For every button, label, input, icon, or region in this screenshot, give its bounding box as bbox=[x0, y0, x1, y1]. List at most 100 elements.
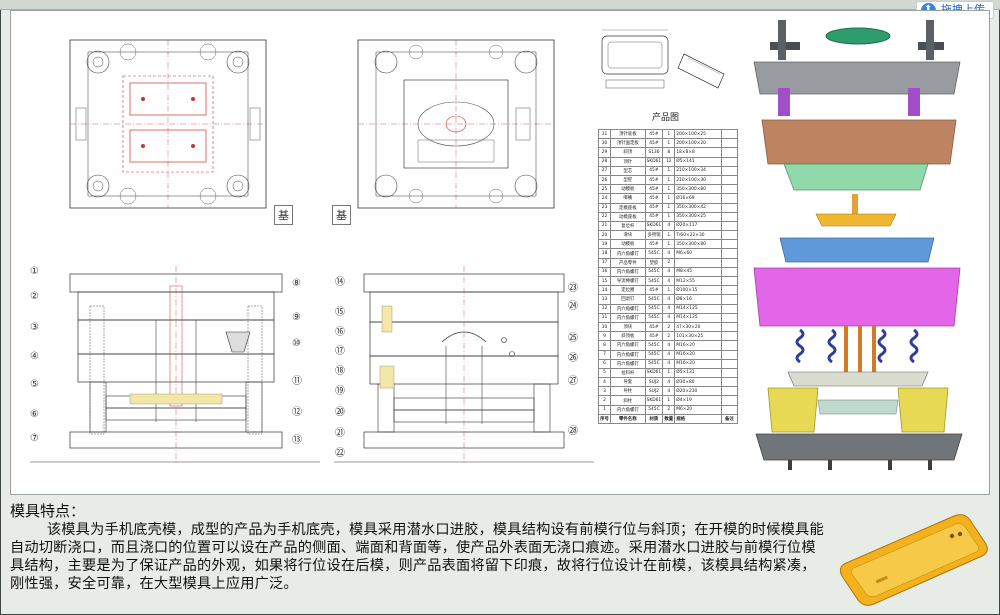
bom-cell: 斜顶板 bbox=[610, 331, 646, 342]
bom-cell: 45# bbox=[644, 285, 664, 296]
bom-cell: 45# bbox=[644, 202, 664, 213]
product-sketch bbox=[601, 29, 725, 89]
bom-cell: SKD61 bbox=[644, 395, 664, 406]
bom-cell: 4 bbox=[662, 248, 676, 259]
bom-cell: SKD61 bbox=[644, 220, 664, 232]
bom-cell: 4 bbox=[597, 377, 612, 388]
bom-cell: 16 bbox=[597, 266, 612, 278]
callout-number: ㉑ bbox=[335, 428, 345, 439]
callout-number: ③ bbox=[30, 322, 39, 333]
bom-cell bbox=[720, 184, 739, 195]
features-description: 该模具为手机底壳模，成型的产品为手机底壳，模具采用潜水口进胶，模具结构设有前模行… bbox=[10, 522, 824, 592]
bom-cell: 内六角螺钉 bbox=[610, 340, 646, 351]
bom-cell: 动模座板 bbox=[610, 211, 646, 222]
callout-number: ㉖ bbox=[568, 353, 578, 364]
bom-cell: 4 bbox=[662, 358, 676, 369]
bom-cell: 定位圈 bbox=[610, 285, 646, 296]
bom-cell: Ø5×131 bbox=[674, 367, 722, 379]
bom-cell: 滑块 bbox=[610, 230, 646, 241]
bom-cell bbox=[720, 147, 739, 158]
bom-cell: 545C bbox=[644, 404, 664, 415]
bom-cell: 2 bbox=[662, 321, 676, 333]
bom-cell bbox=[720, 377, 739, 388]
callout-number: ⑩ bbox=[292, 338, 301, 349]
callout-number: ⑲ bbox=[335, 386, 345, 397]
bom-cell: 1 bbox=[662, 285, 676, 296]
callout-number: ⑦ bbox=[30, 433, 39, 444]
bom-cell: 7 bbox=[597, 349, 612, 360]
bom-cell: T/60×22×30 bbox=[674, 230, 722, 241]
section-view-right bbox=[334, 266, 594, 463]
callout-number: ⑧ bbox=[292, 278, 301, 289]
features-title: 模具特点： bbox=[10, 502, 86, 520]
bom-cell: 17 bbox=[597, 257, 612, 268]
bom-cell: 顶针面定板 bbox=[610, 138, 646, 149]
bom-cell bbox=[720, 211, 739, 222]
callout-number: ⑤ bbox=[30, 379, 39, 390]
bom-cell: 动模板 bbox=[610, 239, 646, 250]
bom-cell: M14×125 bbox=[674, 303, 722, 314]
bom-cell: 14 bbox=[597, 285, 612, 296]
bom-cell: 24 bbox=[597, 193, 612, 204]
bom-cell: 20 bbox=[597, 230, 612, 241]
bom-cell: 1 bbox=[662, 184, 676, 195]
bom-cell: 28 bbox=[597, 156, 612, 167]
bom-cell: M16×20 bbox=[674, 349, 722, 360]
bom-cell bbox=[720, 312, 739, 323]
bom-cell: 8 bbox=[597, 340, 612, 351]
bom-cell bbox=[674, 257, 722, 268]
bom-cell: 4 bbox=[662, 266, 676, 278]
bom-cell bbox=[720, 156, 739, 167]
callout-number: ㉒ bbox=[335, 448, 345, 459]
bom-cell: 导柱 bbox=[610, 386, 646, 397]
bom-cell: M6×20 bbox=[674, 404, 722, 415]
bom-cell: 2 bbox=[662, 331, 676, 342]
bom-cell: 顶针 bbox=[610, 156, 646, 167]
bom-cell: 545C bbox=[644, 312, 664, 323]
bom-cell: 1 bbox=[662, 165, 676, 176]
bom-cell: 12 bbox=[662, 156, 676, 167]
bom-cell: 4 bbox=[662, 377, 676, 388]
bom-cell: 内六角螺钉 bbox=[610, 358, 646, 369]
section-view-left bbox=[30, 266, 320, 463]
bom-cell: 4 bbox=[662, 312, 676, 323]
callout-number: ⑳ bbox=[335, 407, 345, 418]
bom-cell: 545C bbox=[644, 340, 664, 351]
bom-cell bbox=[720, 239, 739, 250]
bom-cell bbox=[720, 303, 739, 314]
bom-cell: Ø20×230 bbox=[674, 386, 722, 397]
bom-cell: 产品零件 bbox=[610, 257, 646, 268]
bom-cell: 1 bbox=[662, 230, 676, 241]
bom-cell: 4 bbox=[662, 303, 676, 314]
bom-cell: 13 bbox=[597, 294, 612, 305]
bom-cell: 350×300×42 bbox=[674, 202, 722, 213]
bom-cell: 45# bbox=[644, 165, 664, 176]
bom-cell: 18 bbox=[597, 248, 612, 259]
bom-cell: 1 bbox=[662, 174, 676, 186]
bom-cell bbox=[720, 266, 739, 278]
callout-number: ⑪ bbox=[292, 376, 302, 387]
bom-cell: 350×300×80 bbox=[674, 239, 722, 250]
bom-cell: SKD61 bbox=[644, 367, 664, 379]
bom-cell: 1 bbox=[597, 404, 612, 415]
bom-cell: 1 bbox=[662, 395, 676, 406]
bom-cell: 回退钉 bbox=[610, 294, 646, 305]
bom-cell: 型芯 bbox=[610, 165, 646, 176]
bom-header-cell: 序号 bbox=[597, 413, 612, 425]
bom-cell: 210×100×34 bbox=[674, 165, 722, 176]
bom-cell: Ø8×16 bbox=[674, 294, 722, 305]
